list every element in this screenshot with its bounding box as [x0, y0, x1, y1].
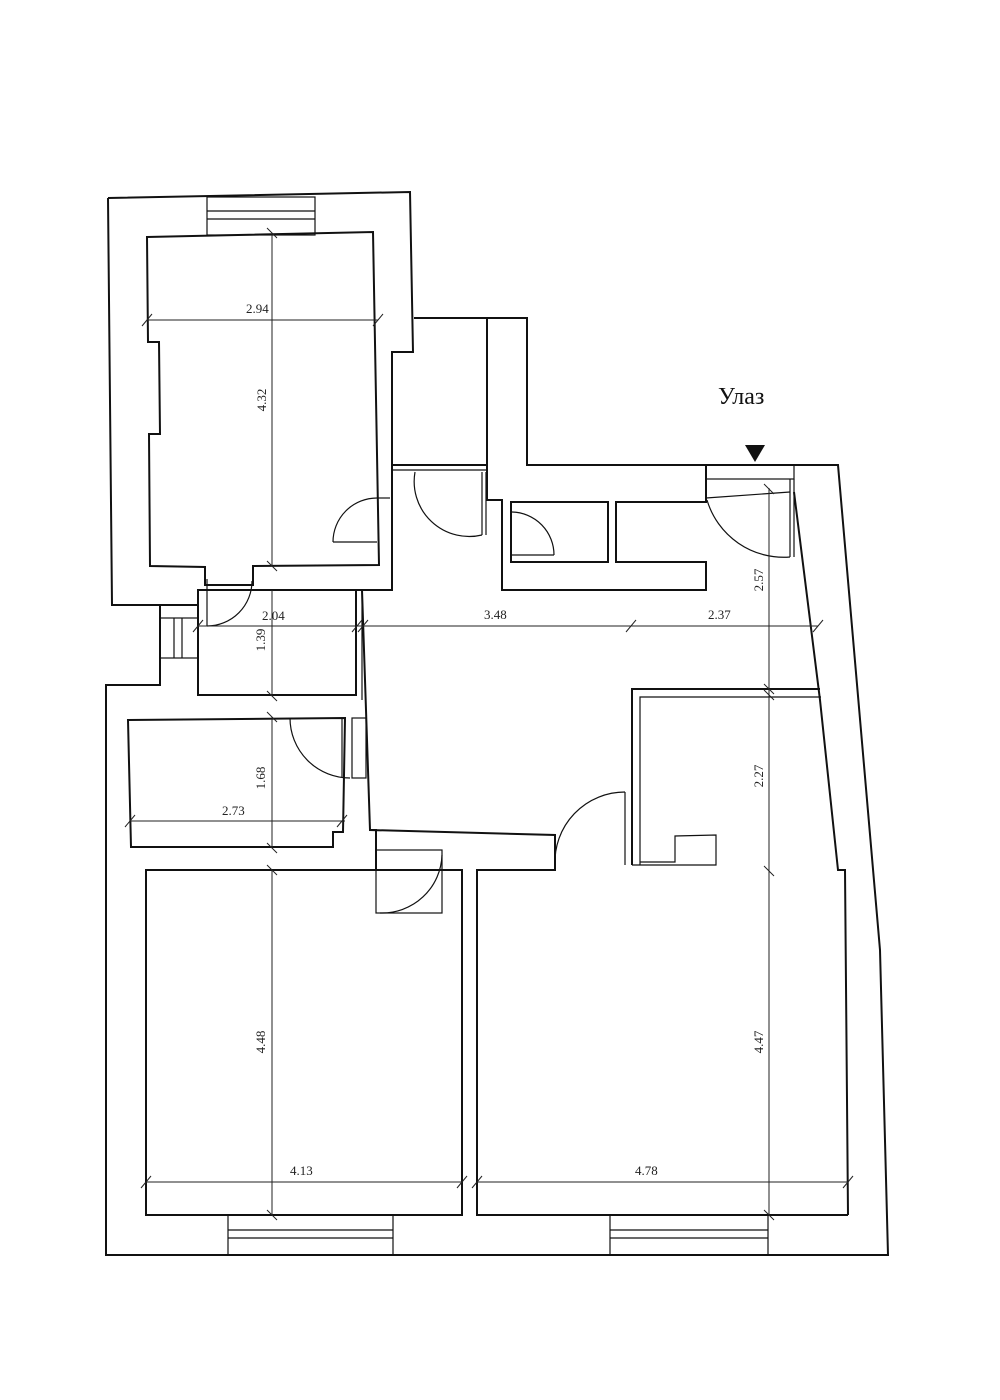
storage-closet [510, 501, 609, 563]
door-storage [511, 511, 555, 556]
entrance-label: Улаз [718, 384, 764, 410]
dim-label: 4.78 [635, 1163, 658, 1178]
room-bottom-left-wall [145, 829, 463, 1216]
dim-label: 4.48 [253, 1031, 268, 1054]
bathroom-wall [126, 716, 347, 848]
door-room-bottom-right [554, 791, 626, 866]
dim-label: 2.37 [708, 607, 731, 622]
window-bottom-right [609, 1214, 769, 1256]
dim-label: 2.73 [222, 803, 245, 818]
dim-label: 1.39 [253, 629, 268, 652]
window-left [159, 617, 199, 659]
storage-block [486, 465, 707, 591]
door-small-room [206, 579, 253, 627]
dim-label: 4.13 [290, 1163, 313, 1178]
dim-label: 4.32 [254, 389, 269, 412]
outer-wall [105, 190, 890, 1256]
dim-label: 2.94 [246, 301, 269, 316]
small-room-wall [197, 590, 357, 696]
room-top-left-wall [145, 230, 381, 586]
closet-inner [632, 696, 821, 866]
outer-wall-left-top [107, 197, 160, 606]
dim-label: 2.04 [262, 608, 285, 623]
window-top [206, 196, 316, 236]
triangle-down-icon [745, 445, 765, 462]
door-room-bottom-left [375, 849, 443, 914]
door-upper-corridor [413, 471, 487, 538]
dim-label: 4.47 [751, 1030, 766, 1053]
door-bathroom [289, 717, 367, 779]
hallway-left-wall [361, 589, 848, 1216]
entrance-door [705, 464, 795, 558]
window-bottom-left [227, 1214, 394, 1256]
dim-label: 3.48 [484, 607, 507, 622]
hallway-right-wall [793, 491, 849, 1216]
door-room-top-left [332, 497, 390, 543]
corridor-upper-wall [391, 318, 488, 466]
dim-label: 1.68 [253, 767, 268, 790]
dim-label: 2.27 [751, 764, 766, 787]
dim-label: 2.57 [751, 568, 766, 591]
closet-wall [631, 688, 820, 865]
dimension-lines [124, 227, 854, 1221]
